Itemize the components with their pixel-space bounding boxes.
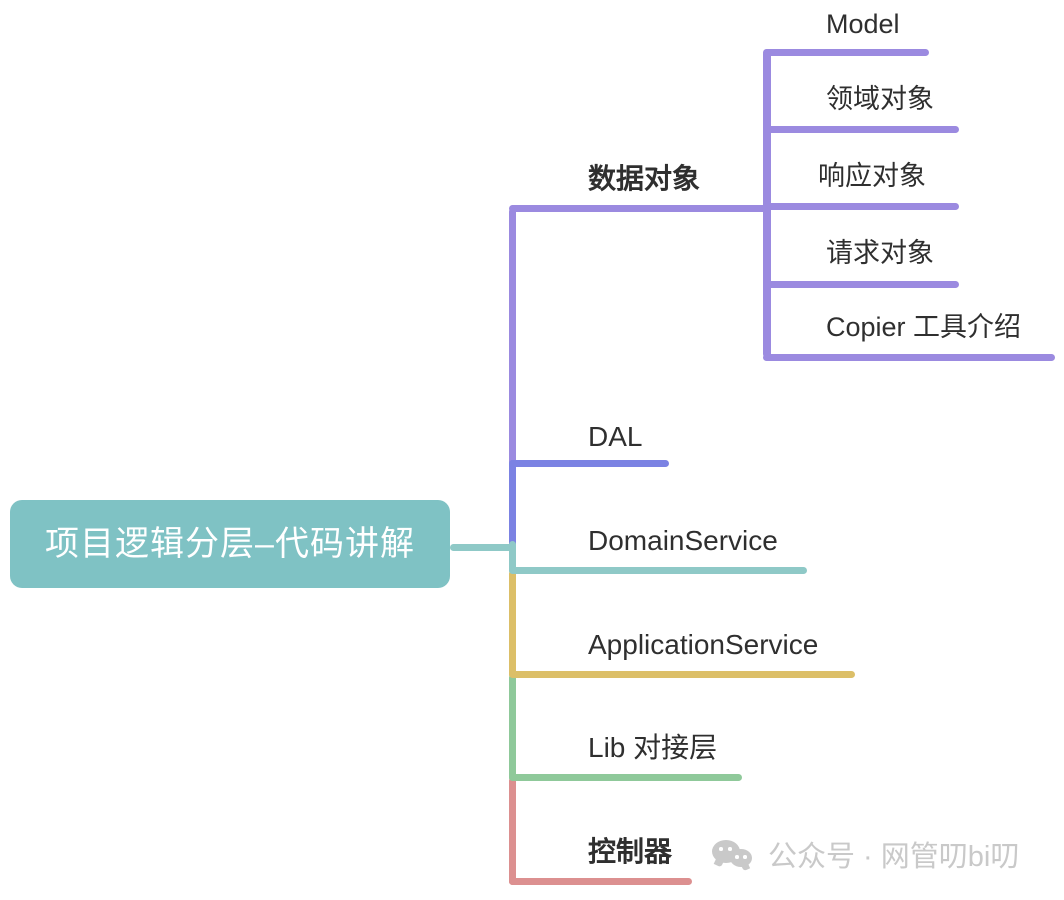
edge-underline-controller — [509, 878, 692, 885]
edge-underline-data-object — [509, 205, 769, 212]
edge-root-to-spine — [450, 544, 516, 551]
edge-underline-dal — [509, 460, 669, 467]
edge-underline-domain-object — [763, 126, 959, 133]
edge-underline-model — [763, 49, 929, 56]
edge-underline-request-object — [763, 281, 959, 288]
edge-underline-applicationservice — [509, 671, 855, 678]
child-label-model[interactable]: Model — [826, 9, 900, 39]
child-label-response-object[interactable]: 响应对象 — [818, 161, 926, 191]
wechat-icon — [712, 838, 756, 870]
branch-label-domainservice[interactable]: DomainService — [588, 525, 778, 556]
edge-underline-copier-tool — [763, 354, 1055, 361]
root-node-label: 项目逻辑分层–代码讲解 — [45, 525, 415, 563]
edge-underline-lib — [509, 774, 742, 781]
edge-spine-controller — [509, 777, 516, 885]
branch-label-applicationservice[interactable]: ApplicationService — [588, 629, 819, 660]
branch-label-dal[interactable]: DAL — [588, 421, 643, 452]
child-label-domain-object[interactable]: 领域对象 — [826, 84, 934, 114]
child-label-copier-tool[interactable]: Copier 工具介绍 — [826, 312, 1022, 342]
branch-label-controller[interactable]: 控制器 — [588, 836, 673, 867]
edge-spine-domainservice — [509, 541, 516, 574]
edge-spine-lib — [509, 674, 516, 781]
root-node[interactable]: 项目逻辑分层–代码讲解 — [10, 500, 450, 588]
watermark: 公众号 · 网管叨bi叨 — [712, 833, 1019, 875]
edge-underline-response-object — [763, 203, 959, 210]
branch-label-data-object[interactable]: 数据对象 — [588, 163, 701, 194]
branch-label-lib[interactable]: Lib 对接层 — [588, 732, 718, 763]
edge-underline-domainservice — [509, 567, 807, 574]
watermark-text: 公众号 · 网管叨bi叨 — [768, 841, 1020, 873]
edge-spine-applicationservice — [509, 570, 516, 678]
edge-spine-dal — [509, 460, 516, 547]
child-label-request-object[interactable]: 请求对象 — [826, 238, 934, 268]
edge-spine-data-object — [509, 208, 516, 466]
